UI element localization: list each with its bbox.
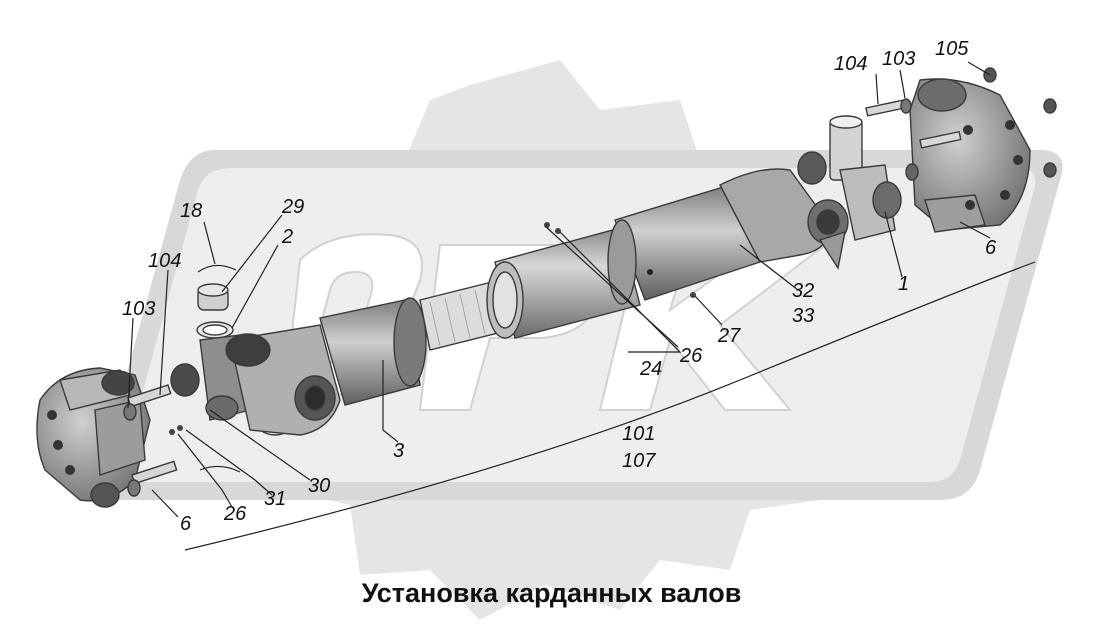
- callout-104-left: 104: [148, 250, 181, 272]
- diagram-caption: Установка карданных валов: [361, 578, 742, 608]
- slip-yoke-sleeve: [225, 297, 427, 436]
- axis-line: [184, 261, 1036, 551]
- grease-fitting-2: [555, 228, 561, 234]
- right-bolts-nuts: [865, 67, 1057, 181]
- callout-27: 27: [717, 325, 741, 347]
- callout-26-left: 26: [223, 503, 247, 525]
- callout-6-right: 6: [985, 237, 997, 259]
- callout-3: 3: [393, 440, 404, 462]
- callout-2: 2: [281, 226, 293, 248]
- callout-6-left: 6: [180, 513, 192, 535]
- callout-31: 31: [264, 488, 286, 510]
- callout-101: 101: [622, 423, 655, 445]
- callout-103-right: 103: [882, 48, 915, 70]
- callout-29: 29: [281, 196, 304, 218]
- callout-26-right: 26: [679, 345, 703, 367]
- grease-fitting-4: [169, 429, 175, 435]
- callout-105: 105: [935, 38, 969, 60]
- callout-32: 32: [792, 280, 814, 302]
- grease-fitting-5: [177, 425, 183, 431]
- snap-ring-top: [197, 264, 237, 273]
- callout-103-left: 103: [122, 298, 155, 320]
- leader-lines: [127, 61, 991, 518]
- callout-104-right: 104: [834, 53, 867, 75]
- right-yoke-cross: [719, 115, 902, 270]
- callout-labels: 18 29 2 104 103 26 31 30 3 6 24 26 27 32…: [122, 38, 997, 535]
- grease-fitting-3: [690, 292, 696, 298]
- callout-18: 18: [180, 200, 202, 222]
- callout-1: 1: [898, 273, 909, 295]
- left-flange-yoke: [36, 367, 151, 508]
- snap-ring-bottom: [199, 465, 241, 473]
- callout-30: 30: [308, 475, 330, 497]
- right-flange-yoke: [909, 78, 1031, 233]
- callout-107: 107: [622, 450, 656, 472]
- callout-33: 33: [792, 305, 814, 327]
- callout-24: 24: [639, 358, 662, 380]
- propeller-tube: [419, 184, 761, 351]
